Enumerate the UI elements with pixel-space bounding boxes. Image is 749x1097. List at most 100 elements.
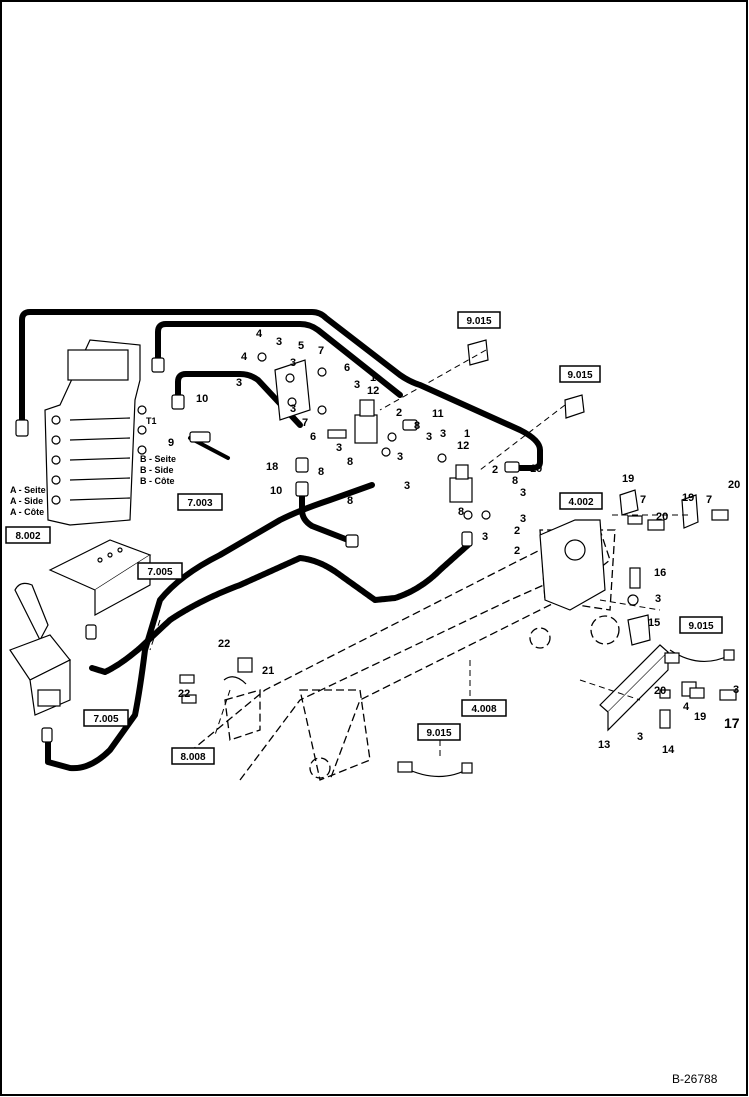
callout: 7 bbox=[318, 345, 324, 357]
callout: 14 bbox=[662, 744, 675, 756]
callout: 8 bbox=[512, 475, 518, 487]
callout: 19 bbox=[622, 473, 634, 485]
callout: 2 bbox=[492, 464, 498, 476]
callout: 8 bbox=[414, 420, 420, 432]
figure-number: B-26788 bbox=[672, 1072, 718, 1086]
ref-box-text: 8.008 bbox=[180, 752, 205, 763]
callout: 3 bbox=[354, 379, 360, 391]
side-a-label-fr: A - Côte bbox=[10, 507, 44, 517]
control-valve-block bbox=[44, 339, 147, 526]
callout: 3 bbox=[397, 451, 403, 463]
ref-box: 9.015 bbox=[679, 616, 723, 634]
ref-box-text: 7.005 bbox=[147, 567, 172, 578]
boom-bracket bbox=[539, 519, 606, 611]
callout: 10 bbox=[196, 393, 208, 405]
callout: 3 bbox=[276, 336, 282, 348]
callout: 22 bbox=[218, 638, 230, 650]
callout: 19 bbox=[694, 711, 706, 723]
ref-box: 8.008 bbox=[171, 747, 215, 765]
ref-box-text: 9.015 bbox=[466, 316, 491, 327]
callout: 21 bbox=[262, 665, 274, 677]
solenoid-valve-group bbox=[257, 352, 491, 520]
leader-lines bbox=[149, 349, 690, 760]
ref-box: 4.008 bbox=[461, 699, 507, 717]
callout: 3 bbox=[520, 513, 526, 525]
hose-fittings bbox=[15, 357, 520, 743]
callout: 11 bbox=[432, 408, 444, 420]
callout: 4 bbox=[256, 328, 263, 340]
ref-box: 9.015 bbox=[457, 311, 501, 329]
callout: 17 bbox=[724, 715, 740, 731]
callout: 3 bbox=[336, 442, 342, 454]
callout: 6 bbox=[344, 362, 350, 374]
side-b-label-en: B - Side bbox=[140, 465, 174, 475]
callout: 8 bbox=[347, 495, 353, 507]
callout: 8 bbox=[318, 466, 324, 478]
callout: 22 bbox=[178, 688, 190, 700]
ref-box: 7.005 bbox=[137, 562, 183, 580]
callout: 6 bbox=[310, 431, 316, 443]
callout: 3 bbox=[733, 684, 739, 696]
callout: 3 bbox=[236, 377, 242, 389]
callout: 1 bbox=[464, 428, 470, 440]
callout: 20 bbox=[728, 479, 740, 491]
callout: 12 bbox=[367, 385, 379, 397]
callout: 2 bbox=[514, 545, 520, 557]
callout-numbers: 1 1 2 2 2 2 3 3 3 3 3 3 3 3 3 3 3 3 3 3 … bbox=[168, 328, 740, 756]
callout: 3 bbox=[637, 731, 643, 743]
side-a-labels: A - Seite A - Side A - Côte bbox=[10, 485, 46, 517]
callout: 12 bbox=[457, 440, 469, 452]
ref-box-text: 8.002 bbox=[15, 531, 40, 542]
callout: 20 bbox=[656, 511, 668, 523]
callout: 19 bbox=[682, 492, 694, 504]
small-hardware bbox=[619, 489, 737, 729]
ref-box-text: 4.002 bbox=[568, 497, 593, 508]
callout: 1 bbox=[370, 372, 376, 384]
callout: 16 bbox=[654, 567, 666, 579]
side-b-label-fr: B - Côte bbox=[140, 476, 175, 486]
side-b-label-de: B - Seite bbox=[140, 454, 176, 464]
ref-box-text: 7.005 bbox=[93, 714, 118, 725]
callout: 3 bbox=[482, 531, 488, 543]
ref-box-text: 7.003 bbox=[187, 498, 212, 509]
ref-box-text: 9.015 bbox=[688, 621, 713, 632]
callout: 3 bbox=[290, 403, 296, 415]
ref-box: 7.005 bbox=[83, 709, 129, 727]
callout: 7 bbox=[706, 494, 712, 506]
callout: 2 bbox=[396, 407, 402, 419]
callout: 20 bbox=[654, 685, 666, 697]
callout: 10 bbox=[270, 485, 282, 497]
callout: 18 bbox=[266, 461, 278, 473]
callout: 3 bbox=[290, 357, 296, 369]
ref-box-text: 9.015 bbox=[426, 728, 451, 739]
pedal-assembly bbox=[48, 539, 152, 617]
port-label-t1: T1 bbox=[146, 416, 157, 426]
proximity-sensors bbox=[179, 339, 735, 777]
joystick-assembly bbox=[9, 582, 71, 716]
side-a-label-en: A - Side bbox=[10, 496, 43, 506]
side-b-labels: B - Seite B - Side B - Côte bbox=[140, 454, 176, 486]
callout: 4 bbox=[241, 351, 248, 363]
callout: 13 bbox=[598, 739, 610, 751]
ref-box: 7.003 bbox=[177, 493, 223, 511]
callout: 3 bbox=[655, 593, 661, 605]
callout: 7 bbox=[640, 494, 646, 506]
ref-box: 4.002 bbox=[559, 492, 603, 510]
hose-lines bbox=[19, 309, 543, 772]
callout: 4 bbox=[683, 701, 690, 713]
callout: 3 bbox=[404, 480, 410, 492]
callout: 3 bbox=[440, 428, 446, 440]
ref-boxes: 9.015 9.015 7.003 8.002 7.005 7.005 4.00… bbox=[5, 311, 723, 765]
ref-box-text: 9.015 bbox=[567, 370, 592, 381]
side-a-label-de: A - Seite bbox=[10, 485, 46, 495]
callout: 5 bbox=[298, 340, 304, 352]
ref-box: 9.015 bbox=[559, 365, 601, 383]
callout: 7 bbox=[302, 417, 308, 429]
callout: 8 bbox=[458, 506, 464, 518]
ref-box: 9.015 bbox=[417, 723, 461, 741]
callout: 10 bbox=[530, 463, 542, 475]
ref-box-text: 4.008 bbox=[471, 704, 496, 715]
callout: 8 bbox=[347, 456, 353, 468]
